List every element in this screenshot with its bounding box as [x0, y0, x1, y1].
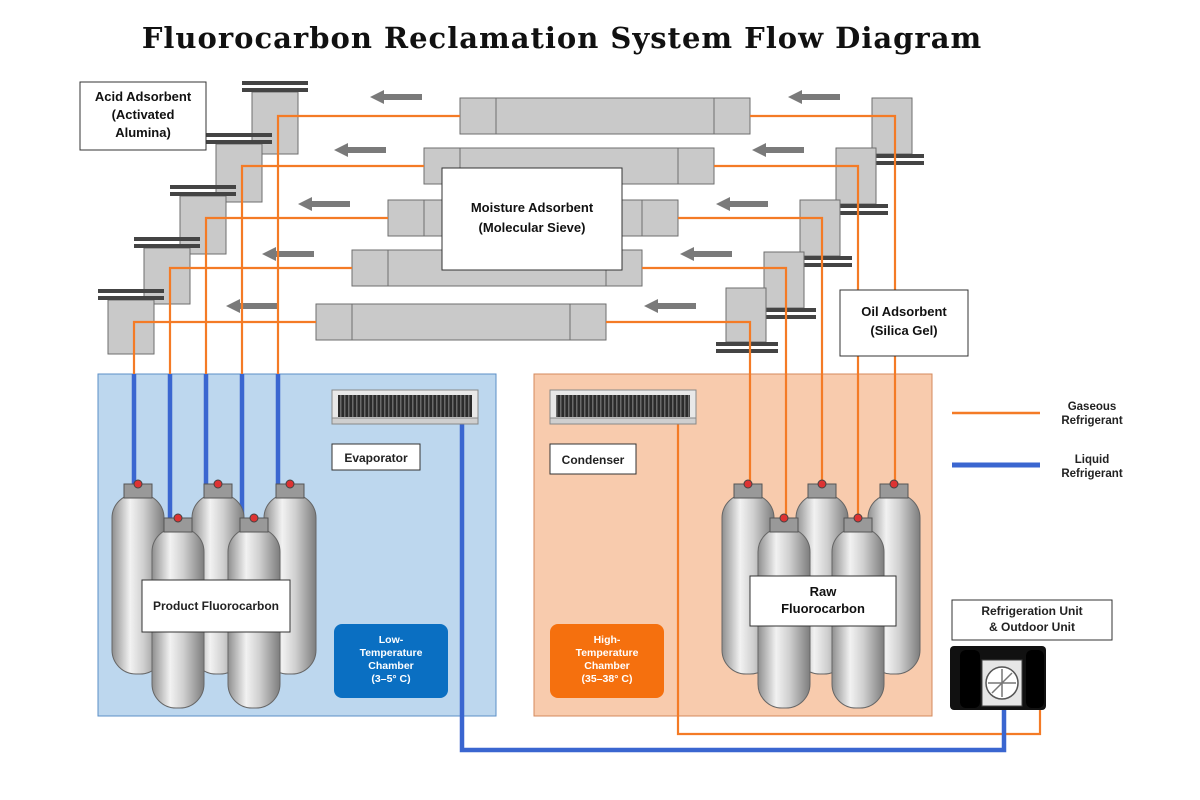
refrigeration-unit-label-line2: & Outdoor Unit [989, 620, 1075, 634]
flow-arrow-left-icon [298, 197, 350, 211]
moisture-adsorbent-label-line1: Moisture Adsorbent [471, 200, 594, 215]
low-chamber-line3: Chamber [368, 660, 414, 672]
oil-adsorbent-columns [716, 97, 924, 353]
flow-arrow-left-icon [334, 143, 386, 157]
legend: Gaseous Refrigerant Liquid Refrigerant [952, 401, 1123, 480]
evaporator-label: Evaporator [344, 451, 408, 465]
low-chamber-line4: (3–5° C) [371, 673, 410, 685]
adsorbent-column [754, 251, 816, 319]
high-chamber-line3: Chamber [584, 660, 630, 672]
low-chamber-line1: Low- [379, 634, 404, 646]
oil-adsorbent-label-line1: Oil Adsorbent [861, 304, 947, 319]
acid-adsorbent-box [79, 81, 207, 151]
liquid-refrigerant-lines [131, 374, 1007, 753]
condenser-label: Condenser [562, 453, 625, 467]
adsorbent-column [716, 287, 778, 353]
adsorbent-column [134, 237, 200, 305]
flow-arrow-left-icon [752, 143, 804, 157]
high-chamber-line4: (35–38° C) [582, 673, 633, 685]
acid-adsorbent-label-line2: (Activated [112, 107, 175, 122]
high-temperature-chamber-badge [550, 624, 664, 698]
high-chamber-line2: Temperature [576, 647, 639, 659]
moisture-adsorbent-box [441, 167, 623, 271]
low-temperature-chamber-badge [334, 624, 448, 698]
adsorbent-pipe [459, 97, 751, 135]
acid-adsorbent-label-line1: Acid Adsorbent [95, 89, 192, 104]
flow-arrow-left-icon [788, 90, 840, 104]
adsorbent-column [862, 97, 924, 165]
oil-adsorbent-box [839, 289, 969, 357]
oil-adsorbent-label-line2: (Silica Gel) [870, 323, 937, 338]
adsorbent-column [98, 289, 164, 355]
acid-adsorbent-columns [98, 81, 308, 355]
low-chamber-line2: Temperature [360, 647, 423, 659]
raw-fluorocarbon-label-line1: Raw [810, 584, 838, 599]
evaporator-label-box [331, 443, 421, 471]
acid-adsorbent-label-line3: Alumina) [115, 125, 171, 140]
adsorbent-column [206, 133, 272, 203]
legend-gaseous-line1: Gaseous [1068, 401, 1117, 413]
legend-gaseous-line2: Refrigerant [1061, 415, 1123, 427]
flow-arrow-left-icon [716, 197, 768, 211]
raw-fluorocarbon-box [749, 575, 897, 627]
adsorbent-pipe [315, 303, 607, 341]
condenser-label-box [549, 443, 637, 475]
flow-arrow-left-icon [226, 299, 278, 313]
legend-liquid-line1: Liquid [1075, 454, 1110, 466]
flow-arrow-left-icon [262, 247, 314, 261]
high-chamber-line1: High- [594, 634, 621, 646]
gaseous-refrigerant-lines [132, 114, 1042, 736]
diagram-title: Fluorocarbon Reclamation System Flow Dia… [142, 21, 982, 55]
outdoor-unit [950, 646, 1046, 710]
flow-direction-arrows [226, 90, 840, 313]
condenser-unit [549, 389, 697, 425]
evaporator-unit [331, 389, 479, 425]
product-fluorocarbon-label: Product Fluorocarbon [153, 599, 279, 613]
flow-arrow-left-icon [680, 247, 732, 261]
raw-fluorocarbon-label-line2: Fluorocarbon [781, 601, 865, 616]
flow-arrow-left-icon [644, 299, 696, 313]
product-fluorocarbon-box [141, 579, 291, 633]
refrigeration-unit-label-line1: Refrigeration Unit [981, 604, 1082, 618]
adsorbent-column [170, 185, 236, 255]
legend-liquid-line2: Refrigerant [1061, 468, 1123, 480]
refrigeration-unit-box [951, 599, 1113, 641]
flow-arrow-left-icon [370, 90, 422, 104]
moisture-adsorbent-label-line2: (Molecular Sieve) [479, 220, 586, 235]
